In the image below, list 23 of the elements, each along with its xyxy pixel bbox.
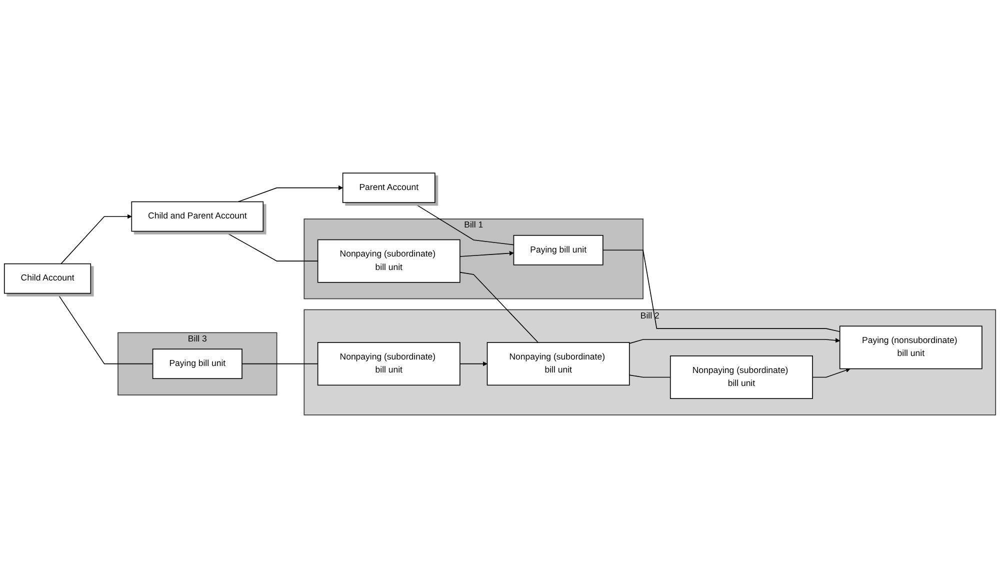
node-box: Nonpaying (subordinate) bill unit — [486, 342, 630, 386]
connector — [602, 250, 840, 332]
node-box: Nonpaying (subordinate) bill unit — [317, 342, 460, 386]
node-box: Paying bill unit — [513, 234, 604, 266]
arrow — [628, 338, 840, 344]
connector — [56, 292, 154, 364]
connector — [242, 363, 318, 364]
node-box: Nonpaying (subordinate) bill unit — [670, 356, 813, 399]
arrow — [60, 214, 132, 264]
arrow — [460, 361, 488, 366]
node-box: Paying bill unit — [152, 348, 242, 379]
connector — [412, 202, 514, 246]
connector — [628, 374, 671, 378]
connector — [460, 272, 539, 343]
node-box: Child Account — [4, 263, 92, 294]
node-box: Child and Parent Account — [131, 201, 264, 232]
arrow — [238, 185, 344, 202]
connector — [223, 230, 318, 262]
node-box: Paying (nonsubordinate) bill unit — [839, 326, 982, 370]
arrow — [812, 368, 850, 378]
arrow — [460, 250, 514, 257]
node-box: Nonpaying (subordinate) bill unit — [317, 239, 460, 283]
node-box: Parent Account — [342, 172, 436, 203]
